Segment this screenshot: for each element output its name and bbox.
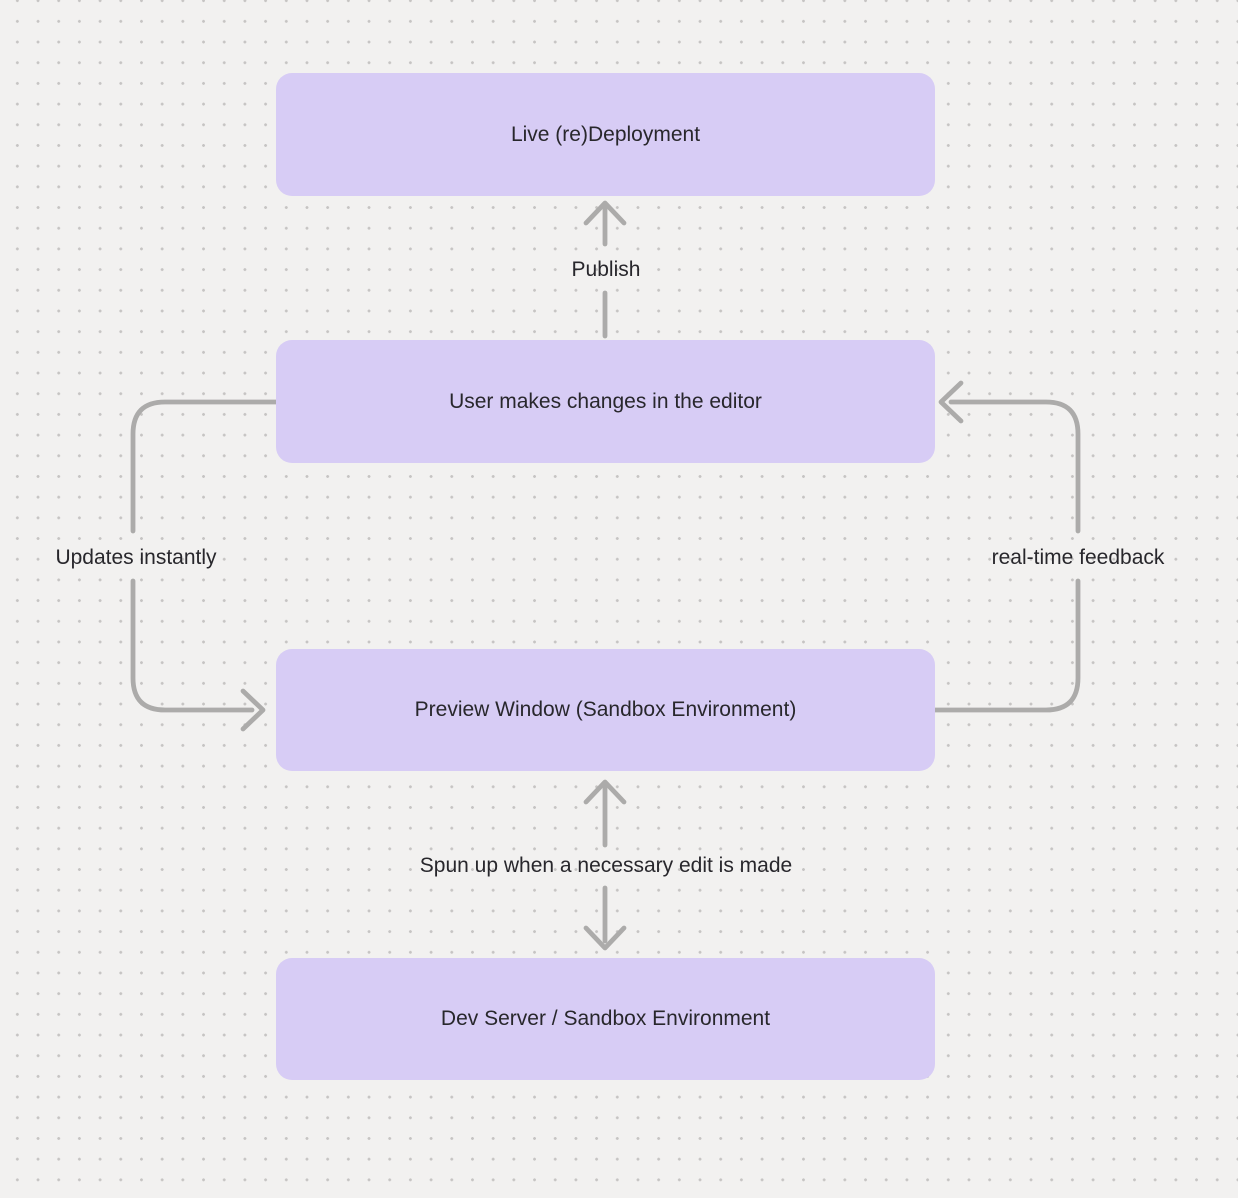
updates-arrow-segment-bottom [130,578,255,713]
node-preview-window: Preview Window (Sandbox Environment) [276,649,935,771]
node-user-makes-changes: User makes changes in the editor [276,340,935,463]
spunup-up-arrowhead-icon [583,779,627,805]
node-dev-server: Dev Server / Sandbox Environment [276,958,935,1080]
publish-arrowhead-icon [583,200,627,226]
feedback-arrow-segment-bottom [932,578,1081,713]
updates-arrow-segment-top [130,399,279,534]
edge-label-real-time-feedback: real-time feedback [991,546,1165,569]
updates-arrowhead-icon [240,688,266,732]
edge-label-updates-instantly: Updates instantly [55,546,217,569]
edge-label-spun-up: Spun up when a necessary edit is made [419,854,793,877]
arrow-group [130,200,1081,951]
feedback-arrow-segment-top [948,399,1081,534]
node-live-redeployment: Live (re)Deployment [276,73,935,196]
spunup-down-arrowhead-icon [583,925,627,951]
feedback-arrowhead-icon [938,380,964,424]
edge-label-publish: Publish [571,258,641,281]
